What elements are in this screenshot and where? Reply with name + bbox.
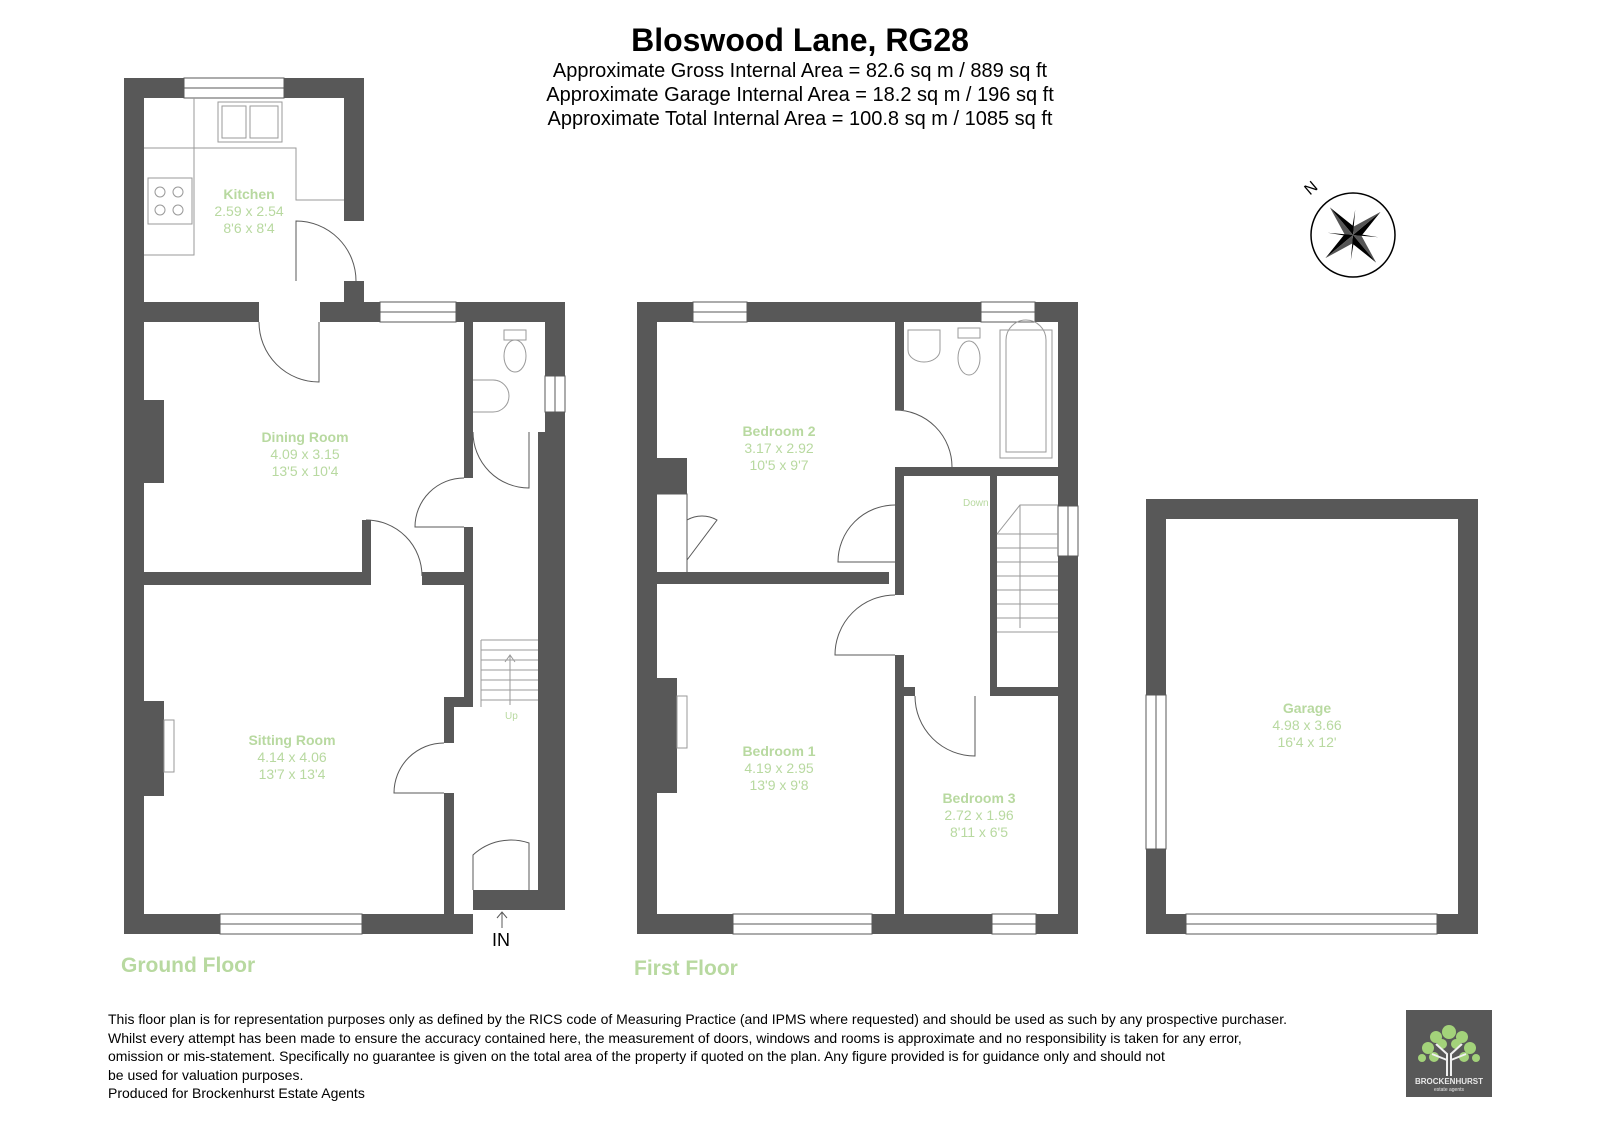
room-name: Bedroom 3 [942, 790, 1016, 806]
room-metric: 4.14 x 4.06 [257, 749, 327, 765]
room-imperial: 8'6 x 8'4 [223, 220, 275, 236]
disclaimer-line: Whilst every attempt has been made to en… [108, 1029, 1242, 1046]
room-metric: 3.17 x 2.92 [744, 440, 814, 456]
fixtures [144, 98, 1058, 773]
room-imperial: 8'11 x 6'5 [949, 824, 1009, 840]
disclaimer-line: omission or mis-statement. Specifically … [108, 1048, 1165, 1064]
first-floor-label: First Floor [634, 957, 738, 980]
room-metric: 2.72 x 1.96 [944, 807, 1014, 823]
entrance-label: IN [492, 930, 510, 950]
room-dining: Dining Room 4.09 x 3.15 13'5 x 10'4 [240, 429, 370, 480]
disclaimer: This floor plan is for representation pu… [108, 1010, 1398, 1103]
gross-area: Approximate Gross Internal Area = 82.6 s… [552, 60, 1048, 82]
room-imperial: 13'7 x 13'4 [258, 766, 326, 782]
room-garage: Garage 4.98 x 3.66 16'4 x 12' [1242, 700, 1372, 751]
stairs-up [480, 639, 538, 707]
stairs-down [996, 504, 1058, 633]
room-metric: 4.98 x 3.66 [1272, 717, 1342, 733]
window-sills [184, 87, 1437, 925]
ground-floor-label: Ground Floor [121, 954, 256, 977]
total-area: Approximate Total Internal Area = 100.8 … [547, 108, 1053, 130]
room-bedroom3: Bedroom 3 2.72 x 1.96 8'11 x 6'5 [914, 790, 1044, 841]
room-imperial: 13'5 x 10'4 [271, 463, 339, 479]
compass-icon [1310, 192, 1396, 278]
room-imperial: 10'5 x 9'7 [749, 457, 809, 473]
disclaimer-line: Produced for Brockenhurst Estate Agents [108, 1085, 365, 1101]
walls [124, 78, 1478, 934]
disclaimer-line: This floor plan is for representation pu… [108, 1011, 1287, 1027]
room-bedroom2: Bedroom 2 3.17 x 2.92 10'5 x 9'7 [714, 423, 844, 474]
room-metric: 4.09 x 3.15 [270, 446, 340, 462]
room-name: Sitting Room [248, 732, 336, 748]
stairs-down-label: Down [963, 498, 989, 509]
room-metric: 2.59 x 2.54 [214, 203, 284, 219]
room-metric: 4.19 x 2.95 [744, 760, 814, 776]
room-name: Bedroom 2 [742, 423, 816, 439]
disclaimer-line: be used for valuation purposes. [108, 1066, 304, 1083]
room-sitting: Sitting Room 4.14 x 4.06 13'7 x 13'4 [227, 732, 357, 783]
brockenhurst-logo: BROCKENHURST estate agents [1406, 1010, 1492, 1097]
tree-icon [1418, 1025, 1480, 1076]
room-imperial: 13'9 x 9'8 [749, 777, 809, 793]
stairs-up-label: Up [505, 711, 518, 722]
room-name: Kitchen [223, 186, 275, 202]
entrance-arrow [496, 911, 508, 928]
room-name: Bedroom 1 [742, 743, 816, 759]
room-kitchen: Kitchen 2.59 x 2.54 8'6 x 8'4 [194, 186, 304, 237]
logo-tagline: estate agents [1433, 1087, 1465, 1093]
room-imperial: 16'4 x 12' [1277, 734, 1337, 750]
garage-area: Approximate Garage Internal Area = 18.2 … [546, 84, 1054, 106]
room-name: Dining Room [261, 429, 349, 445]
logo-name: BROCKENHURST [1415, 1077, 1483, 1086]
room-name: Garage [1282, 700, 1332, 716]
room-bedroom1: Bedroom 1 4.19 x 2.95 13'9 x 9'8 [714, 743, 844, 794]
plan-title: Bloswood Lane, RG28 [631, 22, 969, 58]
doors [258, 220, 976, 890]
